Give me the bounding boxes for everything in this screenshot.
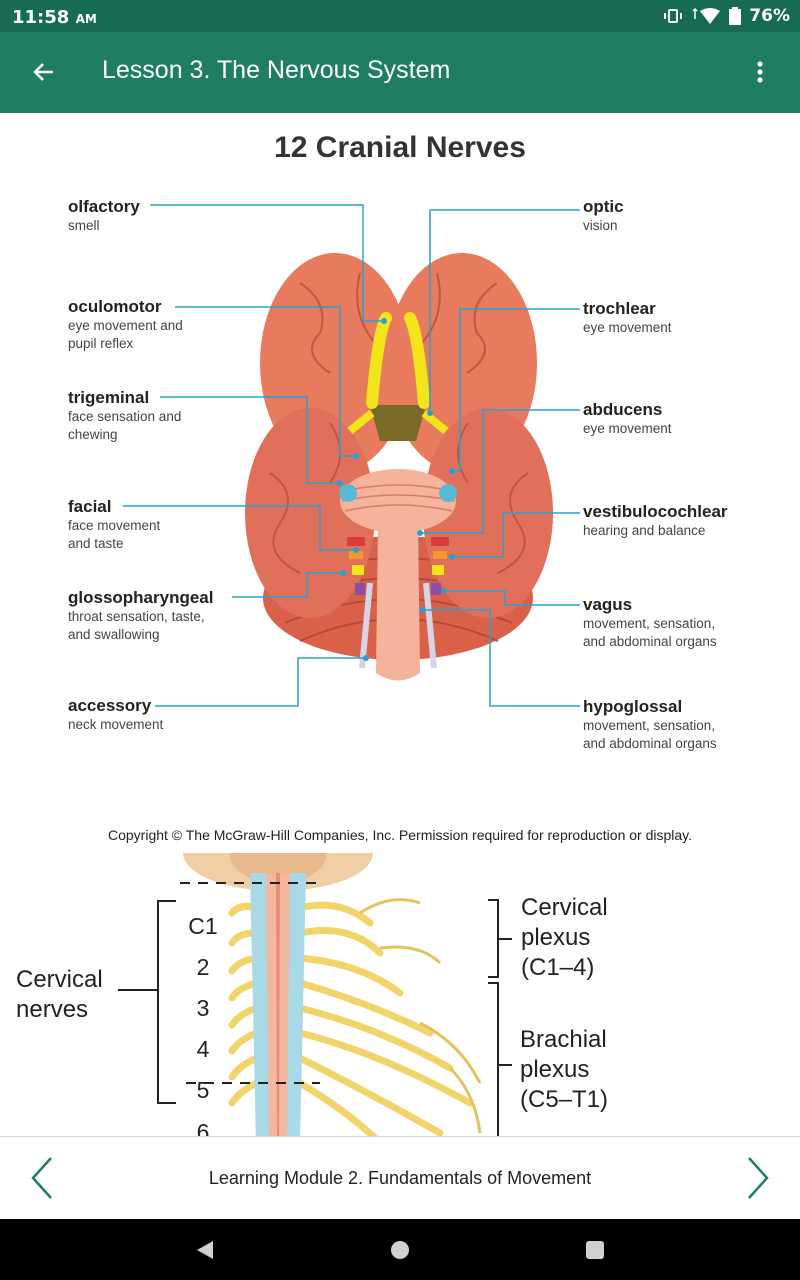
nerve-label-oculomotor: oculomotor eye movement and pupil reflex bbox=[68, 297, 183, 353]
nerve-name: trochlear bbox=[583, 299, 656, 318]
nerve-name: vestibulocochlear bbox=[583, 502, 728, 521]
nerve-label-glossopharyngeal: glossopharyngeal throat sensation, taste… bbox=[68, 588, 213, 644]
battery-icon bbox=[729, 7, 742, 25]
nerve-label-olfactory: olfactory smell bbox=[68, 197, 140, 235]
nerve-label-accessory: accessory neck movement bbox=[68, 696, 163, 734]
status-icons: 76% bbox=[663, 6, 790, 26]
clock-am-pm: AM bbox=[75, 12, 97, 26]
wifi-icon bbox=[692, 7, 721, 24]
nerve-label-facial: facial face movement and taste bbox=[68, 497, 160, 553]
status-bar: 11:58 AM 76% bbox=[0, 0, 800, 32]
spinal-segment-labels: C1 2 3 4 5 6 7 8 T1 bbox=[188, 895, 218, 1136]
nav-recents-button[interactable] bbox=[582, 1237, 608, 1263]
arrow-left-icon bbox=[33, 63, 53, 81]
nerve-description: throat sensation, taste, and swallowing bbox=[68, 609, 205, 642]
chevron-left-icon bbox=[31, 1157, 52, 1199]
nerve-description: smell bbox=[68, 218, 100, 233]
segment-label: 4 bbox=[196, 1036, 210, 1063]
cervical-plexus-label: Cervical plexus (C1–4) bbox=[521, 894, 608, 981]
segment-label: 6 bbox=[196, 1118, 210, 1136]
nerve-description: face movement and taste bbox=[68, 518, 161, 551]
app-bar: Lesson 3. The Nervous System bbox=[0, 32, 800, 113]
nerve-description: vision bbox=[583, 218, 618, 233]
nerve-label-optic: optic vision bbox=[583, 197, 624, 235]
nerve-description: neck movement bbox=[68, 717, 164, 732]
nerve-name: accessory bbox=[68, 696, 152, 715]
nerve-name: abducens bbox=[583, 400, 663, 419]
nerve-name: optic bbox=[583, 197, 624, 216]
diagram-title: 12 Cranial Nerves bbox=[274, 131, 526, 164]
segment-label: 5 bbox=[196, 1077, 210, 1104]
next-module-button[interactable] bbox=[736, 1153, 780, 1203]
nerve-name: olfactory bbox=[68, 197, 140, 216]
vibrate-icon bbox=[664, 9, 683, 23]
nerve-name: oculomotor bbox=[68, 297, 162, 316]
nerve-label-abducens: abducens eye movement bbox=[583, 400, 672, 438]
lesson-content[interactable]: 12 Cranial Nerves bbox=[0, 113, 800, 1136]
system-navigation-bar bbox=[0, 1219, 800, 1280]
nerve-name: facial bbox=[68, 497, 112, 516]
back-button[interactable] bbox=[22, 52, 66, 92]
nerve-description: movement, sensation, and abdominal organ… bbox=[583, 616, 717, 649]
previous-module-button[interactable] bbox=[20, 1153, 64, 1203]
copyright-notice: Copyright © The McGraw-Hill Companies, I… bbox=[107, 827, 693, 843]
nerve-description: eye movement bbox=[583, 421, 672, 436]
nerve-name: vagus bbox=[583, 595, 633, 614]
nerve-label-trigeminal: trigeminal face sensation and chewing bbox=[68, 388, 181, 444]
nerve-name: trigeminal bbox=[68, 388, 150, 407]
nav-back-icon bbox=[197, 1241, 213, 1259]
brachial-plexus-label: Brachial plexus (C5–T1) bbox=[520, 1026, 609, 1113]
spinal-cord-illustration bbox=[118, 853, 512, 1136]
nerve-label-vestibulocochlear: vestibulocochlear hearing and balance bbox=[583, 502, 728, 540]
module-navigation-bar: Learning Module 2. Fundamentals of Movem… bbox=[0, 1136, 800, 1219]
nerve-description: face sensation and chewing bbox=[68, 409, 182, 442]
nerve-description: eye movement and pupil reflex bbox=[68, 318, 183, 351]
nerve-description: eye movement bbox=[583, 320, 672, 335]
nav-back-button[interactable] bbox=[192, 1237, 218, 1263]
brain-illustration bbox=[123, 204, 580, 707]
nerve-description: hearing and balance bbox=[583, 523, 706, 538]
cervical-nerves-label: Cervical nerves bbox=[16, 966, 103, 1023]
segment-label: C1 bbox=[188, 912, 218, 939]
more-options-button[interactable] bbox=[740, 52, 780, 92]
segment-label: 2 bbox=[196, 953, 210, 980]
nerve-label-hypoglossal: hypoglossal movement, sensation, and abd… bbox=[583, 697, 717, 753]
nerve-name: glossopharyngeal bbox=[68, 588, 214, 607]
more-vertical-icon bbox=[757, 61, 763, 83]
module-title[interactable]: Learning Module 2. Fundamentals of Movem… bbox=[208, 1168, 592, 1188]
nav-home-icon bbox=[391, 1241, 409, 1259]
clock-time: 11:58 bbox=[12, 7, 70, 28]
nerve-name: hypoglossal bbox=[583, 697, 683, 716]
segment-label: 3 bbox=[196, 994, 210, 1021]
battery-percent: 76% bbox=[749, 6, 790, 26]
nerve-description: movement, sensation, and abdominal organ… bbox=[583, 718, 717, 751]
chevron-right-icon bbox=[748, 1157, 769, 1199]
nerve-label-vagus: vagus movement, sensation, and abdominal… bbox=[583, 595, 717, 651]
nerve-label-trochlear: trochlear eye movement bbox=[583, 299, 672, 337]
nav-home-button[interactable] bbox=[387, 1237, 413, 1263]
nav-recents-icon bbox=[586, 1241, 604, 1259]
status-time: 11:58 AM bbox=[12, 7, 97, 28]
app-title: Lesson 3. The Nervous System bbox=[102, 56, 451, 84]
